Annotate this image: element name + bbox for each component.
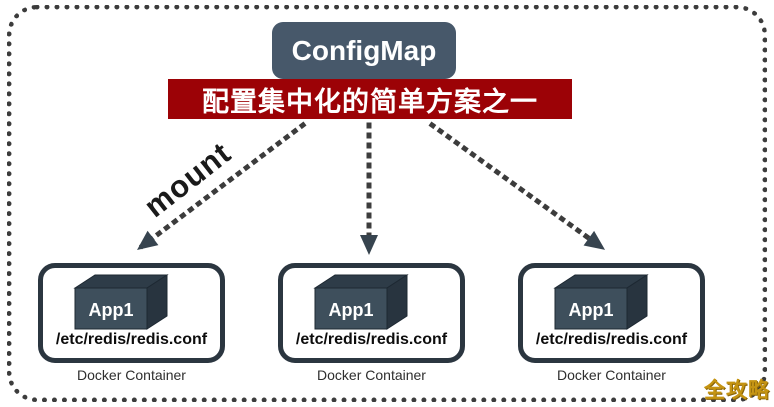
mount-path-text: /etc/redis/redis.conf [295,331,448,348]
arrow-to-container-1 [137,121,307,251]
docker-container-1: App1 /etc/redis/redis.conf [38,263,225,363]
configmap-title-box: ConfigMap [272,22,456,79]
docker-container-2: App1 /etc/redis/redis.conf [278,263,465,363]
container-caption-2: Docker Container [317,367,426,383]
container-caption-1: Docker Container [77,367,186,383]
watermark: 全攻略 [704,379,770,402]
app-label: App1 [569,300,614,320]
docker-container-3: App1 /etc/redis/redis.conf [518,263,705,363]
mount-path-text: /etc/redis/redis.conf [535,331,688,348]
app-cube-icon: App1 [553,274,649,330]
configmap-title: ConfigMap [291,34,437,66]
mount-path-text: /etc/redis/redis.conf [55,331,208,348]
app-cube-icon: App1 [313,274,409,330]
arrow-to-container-3 [428,121,606,251]
app-label: App1 [329,300,374,320]
container-caption-3: Docker Container [557,367,666,383]
banner: 配置集中化的简单方案之一 [168,79,572,119]
app-label: App1 [89,300,134,320]
app-cube-icon: App1 [73,274,169,330]
banner-text: 配置集中化的简单方案之一 [202,86,538,117]
